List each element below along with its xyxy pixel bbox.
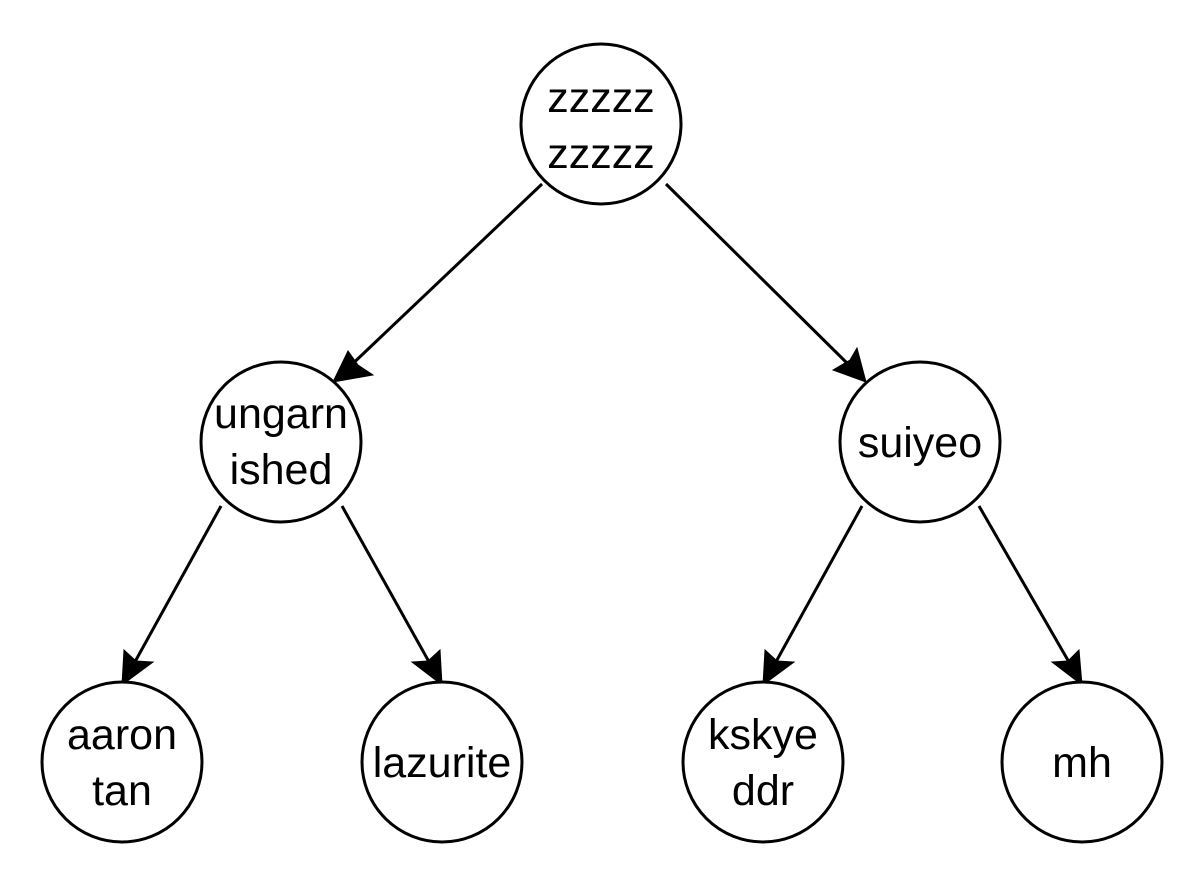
node-rl[interactable]: kskye ddr xyxy=(681,680,845,844)
node-left[interactable]: ungarn ished xyxy=(199,360,363,524)
node-root-label-line-2: zzzzz xyxy=(547,130,655,178)
node-lr[interactable]: lazurite xyxy=(360,680,524,844)
arrow-head-right-rl xyxy=(762,648,796,687)
node-rr-label-line-1: mh xyxy=(1052,739,1112,787)
node-ll-circle xyxy=(40,680,204,844)
edge-root-right xyxy=(664,182,856,372)
edge-root-left xyxy=(343,182,544,373)
edge-left-lr xyxy=(340,505,435,670)
node-rr-circle xyxy=(1000,680,1164,844)
node-root-label-line-1: zzzzz xyxy=(547,74,655,122)
edge-left-ll xyxy=(129,505,223,670)
edges-layer xyxy=(121,182,1083,687)
node-ll-label-line-1: aaron xyxy=(67,711,177,759)
node-root[interactable]: zzzzz zzzzz xyxy=(519,42,683,206)
node-left-label-line-2: ished xyxy=(230,446,333,494)
node-ll[interactable]: aaron tan xyxy=(40,680,204,844)
node-rr[interactable]: mh xyxy=(1000,680,1164,844)
arrow-head-root-right xyxy=(831,346,867,383)
node-left-circle xyxy=(199,360,363,524)
node-lr-circle xyxy=(360,680,524,844)
node-ll-label-line-2: tan xyxy=(92,767,152,815)
node-right[interactable]: suiyeo xyxy=(838,360,1002,524)
arrow-head-left-ll xyxy=(121,648,155,687)
node-rl-label-line-2: ddr xyxy=(732,767,794,815)
nodes-layer: zzzzz zzzzz ungarn ished suiyeo aaron ta… xyxy=(40,42,1164,844)
arrow-head-right-rr xyxy=(1050,648,1083,687)
node-left-label-line-1: ungarn xyxy=(214,390,348,438)
node-lr-label-line-1: lazurite xyxy=(373,739,512,787)
node-root-circle xyxy=(519,42,683,206)
arrow-head-root-left xyxy=(332,350,375,383)
node-right-label-line-1: suiyeo xyxy=(858,419,982,467)
edge-right-rl xyxy=(770,505,864,670)
node-right-circle xyxy=(838,360,1002,524)
arrow-head-left-lr xyxy=(410,648,443,687)
edge-right-rr xyxy=(977,505,1075,670)
node-rl-circle xyxy=(681,680,845,844)
node-rl-label-line-1: kskye xyxy=(708,711,818,759)
